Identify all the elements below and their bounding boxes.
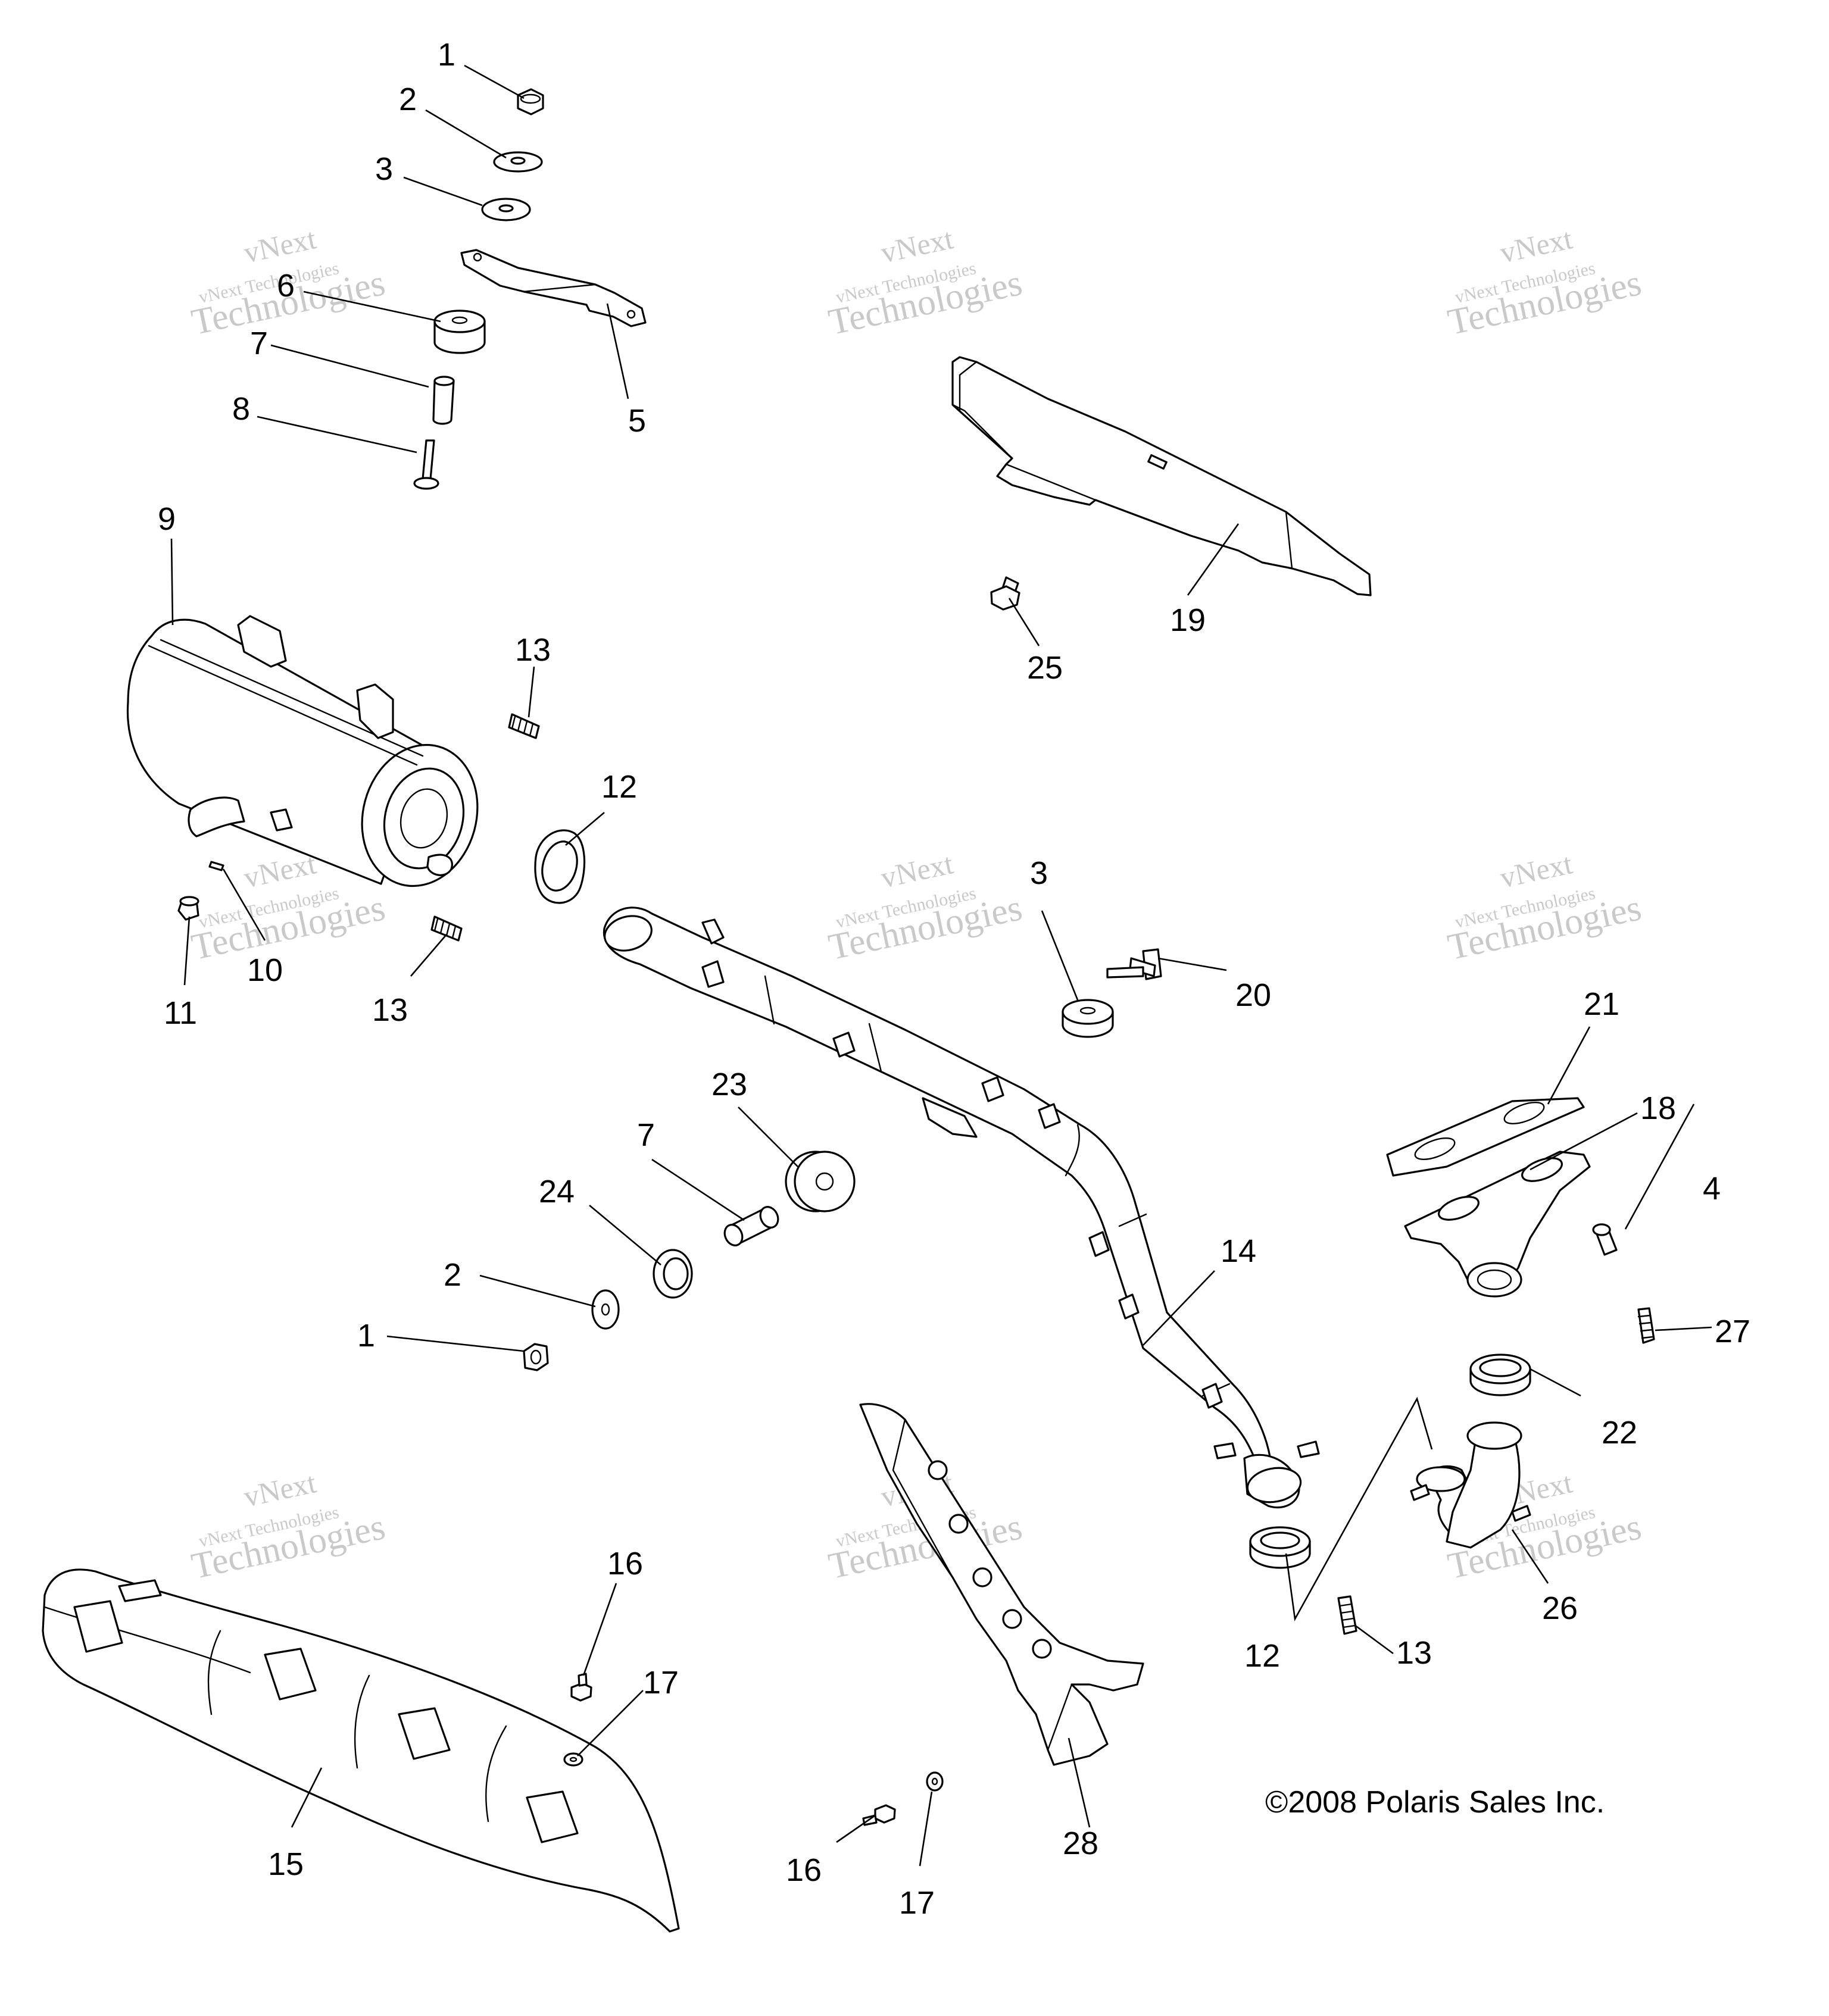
callout-17: 17 [899, 1885, 935, 1921]
y-pipe-part-26 [1410, 1421, 1531, 1549]
head-pipe-part-14 [603, 907, 1320, 1509]
washer-part-3-mid [1062, 999, 1114, 1038]
gasket-part-22 [1469, 1354, 1531, 1396]
callout-8: 8 [232, 391, 250, 427]
gasket-part-21 [1386, 1097, 1585, 1177]
svg-text:vNext: vNext [241, 1465, 319, 1513]
gasket-part-12-upper [534, 829, 586, 904]
heat-shield-part-15 [42, 1568, 680, 1933]
callout-13: 13 [372, 992, 408, 1028]
callout-12: 12 [601, 769, 637, 805]
callout-1: 1 [438, 37, 455, 73]
watermark: vNext vNext Technologies Technologies [188, 1465, 389, 1587]
spring-part-27 [1637, 1307, 1655, 1344]
washer-part-3-top [481, 198, 531, 221]
callout-24: 24 [539, 1174, 575, 1209]
watermark: vNext vNext Technologies Technologies [1444, 846, 1645, 968]
heat-shield-part-28 [859, 1403, 1144, 1766]
grommet-part-23 [785, 1151, 856, 1212]
callout-6: 6 [277, 268, 295, 304]
callout-16: 16 [607, 1546, 643, 1581]
callouts: 1 2 3 6 7 8 5 19 25 9 13 12 10 11 13 3 2… [158, 37, 1750, 1921]
callout-13: 13 [515, 632, 551, 668]
sleeve-part-7-top [432, 376, 455, 425]
washer-part-17-left [563, 1752, 583, 1767]
callout-18: 18 [1640, 1090, 1676, 1126]
bolt-part-4 [1592, 1223, 1618, 1256]
callout-17: 17 [643, 1665, 679, 1701]
callout-16: 16 [786, 1852, 822, 1888]
callout-10: 10 [247, 952, 283, 988]
muffler-part-9 [126, 615, 479, 887]
nut-part-1-top [517, 88, 544, 115]
svg-text:vNext: vNext [878, 846, 956, 894]
svg-text:vNext: vNext [1497, 846, 1575, 894]
gasket-part-12-lower [1249, 1526, 1311, 1569]
callout-25: 25 [1027, 650, 1063, 686]
callout-9: 9 [158, 501, 176, 537]
spring-part-13-lower [430, 915, 463, 942]
callout-7: 7 [637, 1117, 655, 1153]
washer-part-24 [653, 1249, 693, 1299]
callout-2: 2 [444, 1257, 461, 1293]
callout-13: 13 [1396, 1635, 1432, 1671]
callout-4: 4 [1703, 1171, 1721, 1207]
bolt-part-16-left [570, 1673, 592, 1702]
callout-15: 15 [268, 1846, 304, 1882]
callout-1: 1 [357, 1318, 375, 1354]
bolt-part-16-right [862, 1804, 896, 1826]
callout-7: 7 [250, 326, 268, 361]
sleeve-part-7-mid [723, 1206, 779, 1246]
watermark: vNext vNext Technologies Technologies [825, 846, 1026, 968]
callout-21: 21 [1584, 986, 1619, 1022]
washer-part-17-right [926, 1771, 944, 1792]
bolt-part-8 [413, 439, 439, 490]
svg-text:vNext: vNext [241, 221, 319, 269]
washer-part-2-mid [591, 1289, 620, 1330]
callout-3: 3 [1030, 855, 1048, 891]
watermark: vNext vNext Technologies Technologies [825, 221, 1026, 343]
svg-text:vNext: vNext [1497, 221, 1575, 269]
bolt-part-25 [990, 576, 1020, 611]
callout-14: 14 [1221, 1233, 1256, 1269]
watermark: vNext vNext Technologies Technologies [1444, 221, 1645, 343]
callout-20: 20 [1235, 977, 1271, 1013]
copyright-notice: ©2008 Polaris Sales Inc. [1265, 1785, 1605, 1820]
spring-part-13-upper [508, 713, 540, 739]
watermark-group: vNext vNext Technologies Technologies vN… [188, 221, 1645, 1587]
heat-shield-part-19 [951, 356, 1372, 596]
callout-5: 5 [628, 403, 646, 439]
callout-26: 26 [1542, 1590, 1578, 1626]
callout-11: 11 [164, 995, 197, 1031]
spring-part-13-right [1337, 1595, 1357, 1635]
callout-19: 19 [1170, 602, 1206, 638]
bracket-part-5 [460, 249, 647, 327]
exhaust-manifold-part-18 [1404, 1151, 1591, 1298]
callout-27: 27 [1715, 1314, 1750, 1349]
callout-23: 23 [711, 1067, 747, 1102]
pin-part-10 [208, 861, 224, 871]
svg-text:vNext: vNext [878, 221, 956, 269]
grommet-part-6 [433, 310, 486, 354]
leader-lines [170, 64, 1712, 1867]
callout-22: 22 [1602, 1415, 1637, 1451]
bolt-part-20 [1106, 948, 1162, 980]
callout-28: 28 [1063, 1826, 1098, 1861]
callout-2: 2 [399, 82, 417, 117]
callout-3: 3 [375, 151, 393, 187]
nut-part-1-mid [523, 1343, 549, 1371]
bolt-part-11 [177, 896, 199, 921]
callout-12: 12 [1244, 1638, 1280, 1674]
